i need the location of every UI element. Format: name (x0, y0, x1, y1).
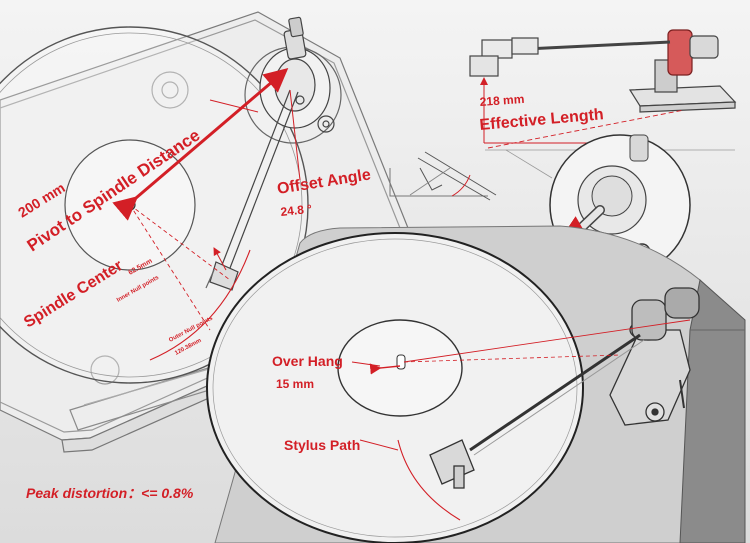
effective-length-label: Effective Length (479, 106, 604, 134)
side-view-tonearm (469, 29, 737, 151)
perspective-geometry (351, 319, 691, 521)
overhang-label: Over Hang (272, 353, 343, 369)
side-view-geometry (480, 77, 685, 149)
overhang-value: 15 mm (276, 377, 314, 391)
effective-length-value: 218 mm (479, 92, 525, 109)
headshell-angle-sketch (389, 151, 497, 201)
offset-angle-value: 24.8 ° (280, 202, 313, 219)
stylus-path-label: Stylus Path (284, 437, 360, 453)
top-view-geometry (112, 68, 301, 361)
perspective-tonearm (429, 287, 700, 489)
perspective-platter (206, 232, 584, 543)
peak-distortion-label: Peak distortion：<= 0.8% (26, 485, 194, 501)
